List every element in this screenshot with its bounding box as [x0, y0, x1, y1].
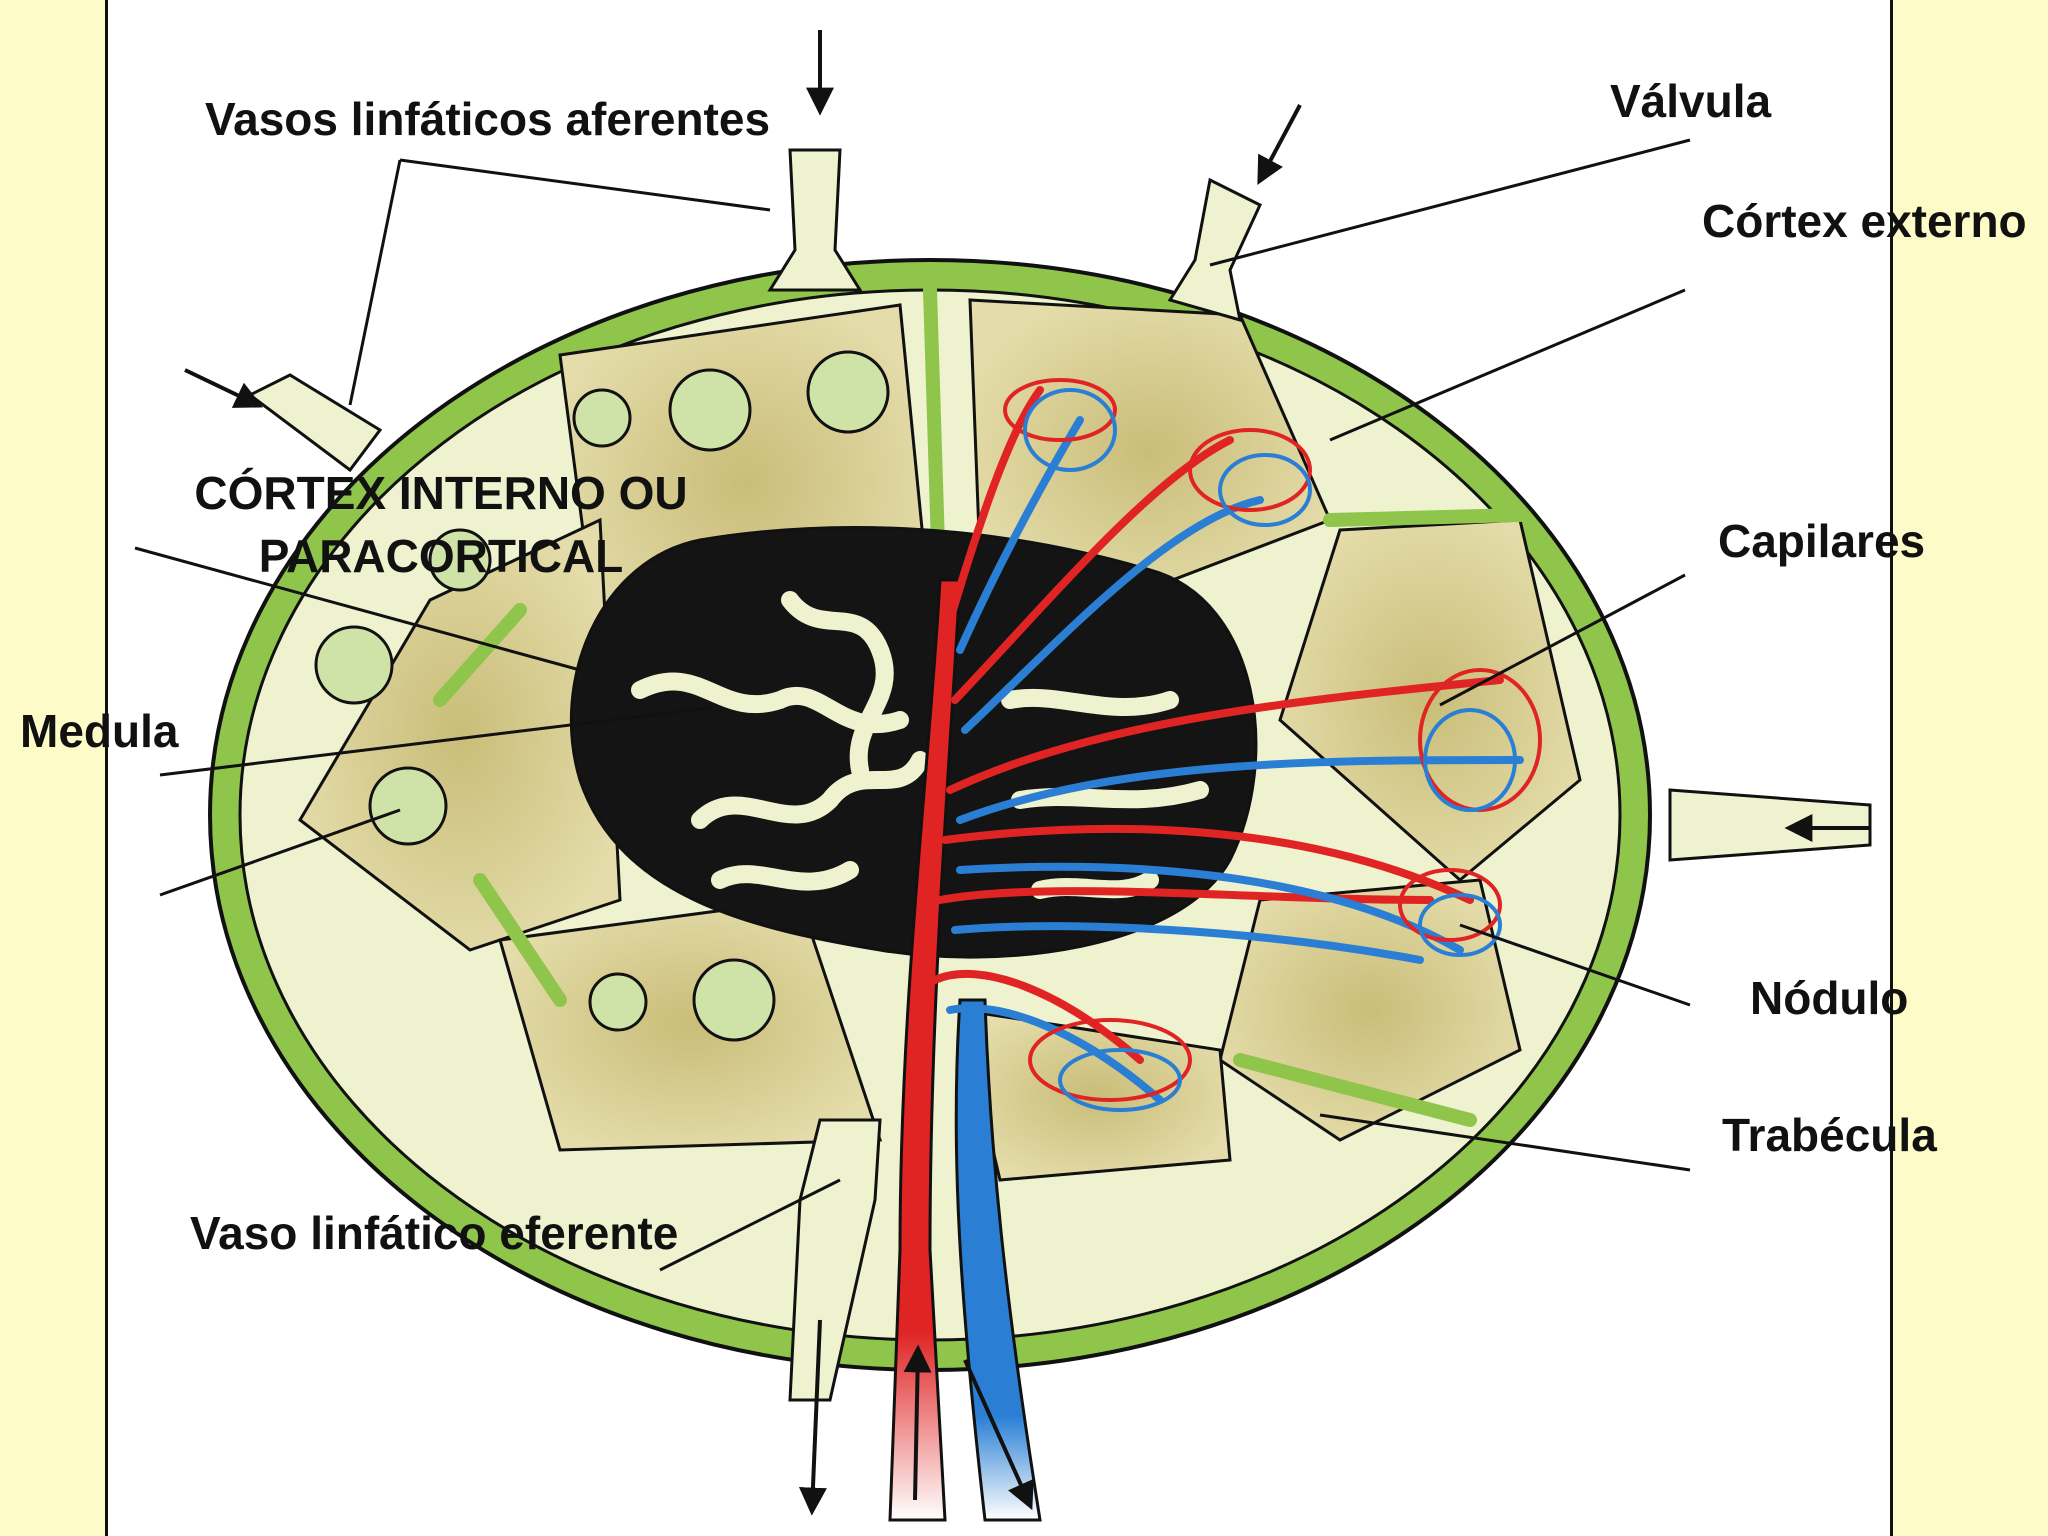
afferent-arrows [184, 30, 1870, 842]
label-medula: Medula [20, 705, 179, 757]
label-capilares: Capilares [1718, 515, 1926, 567]
label-trabecula: Trabécula [1722, 1109, 1937, 1161]
medulla [569, 526, 1258, 959]
leader-lines [134, 138, 1691, 1272]
artery-trunk [888, 578, 962, 1522]
label-cortex-externo: Córtex externo [1702, 195, 2027, 247]
vein-arrow [963, 1359, 1034, 1511]
label-valvula: Válvula [1610, 75, 1772, 127]
label-cortex-interno-line2: PARACORTICAL [258, 530, 624, 582]
follicles [314, 350, 890, 1042]
artery-arrow [903, 1344, 932, 1501]
efferent-arrow [798, 1319, 827, 1516]
label-nodulo: Nódulo [1750, 972, 1909, 1024]
label-vasos-aferentes: Vasos linfáticos aferentes [205, 93, 771, 145]
capillary-tufts [1003, 378, 1542, 1112]
label-cortex-interno-line1: CÓRTEX INTERNO OU [194, 467, 688, 519]
label-vaso-eferente: Vaso linfático eferente [190, 1207, 679, 1259]
artery-branches [931, 386, 1504, 1064]
afferent-vessels [247, 148, 1872, 862]
